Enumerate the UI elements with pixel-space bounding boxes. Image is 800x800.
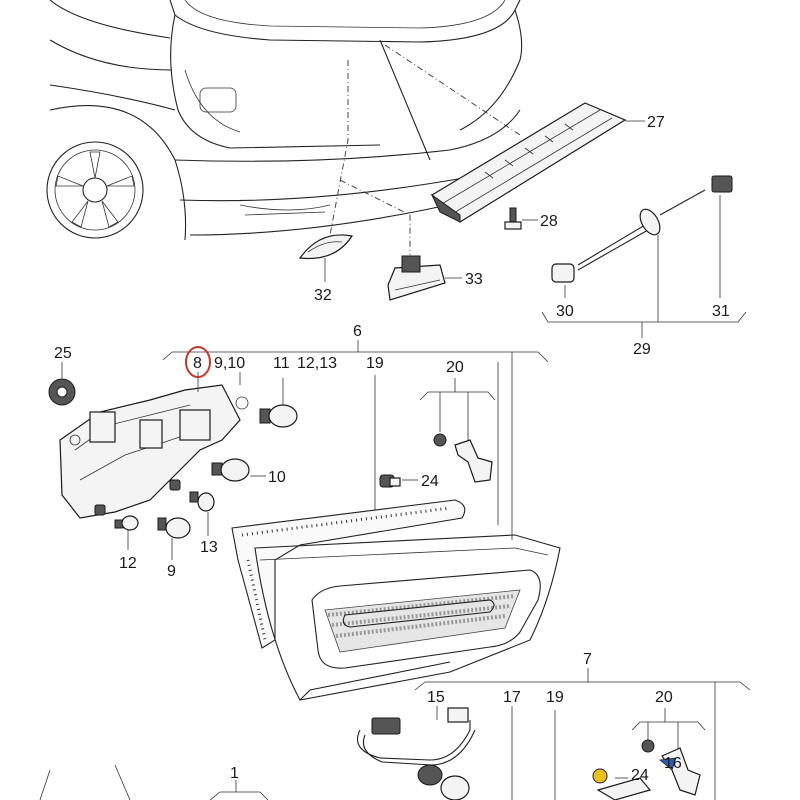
nut-24b <box>592 768 652 800</box>
callout-17: 17 <box>503 689 521 706</box>
callout-20a: 20 <box>446 359 464 376</box>
bulb-holder-8 <box>59 384 249 519</box>
cable-assembly <box>551 175 733 298</box>
spoiler-trim-strip <box>430 102 627 223</box>
bulb-12 <box>114 515 139 531</box>
clip-sockets <box>94 479 181 516</box>
bracket-20b <box>631 721 706 731</box>
callout-labels: 27 28 33 32 30 31 29 6 25 8 9,10 11 12,1… <box>54 114 730 784</box>
bulb-11 <box>259 404 298 428</box>
bracket-20 <box>419 391 496 401</box>
clip-16 <box>641 739 701 796</box>
side-lamp-32 <box>298 234 353 282</box>
callout-9: 9 <box>167 563 176 580</box>
callout-19a: 19 <box>366 355 384 372</box>
callout-7: 7 <box>583 651 592 668</box>
callout-31: 31 <box>712 303 730 320</box>
callout-25: 25 <box>54 345 72 362</box>
callout-11: 11 <box>273 355 290 372</box>
clip-24 <box>379 474 401 488</box>
callout-6: 6 <box>353 323 362 340</box>
wiring-harness-15 <box>356 707 476 800</box>
callout-27: 27 <box>647 114 665 131</box>
callout-13: 13 <box>200 539 218 556</box>
callout-28: 28 <box>540 213 558 230</box>
callout-9-10: 9,10 <box>214 355 245 372</box>
callout-32: 32 <box>314 287 332 304</box>
tail-lamp-assembly <box>231 499 561 701</box>
highlight-ring-part-8 <box>185 346 211 378</box>
bulb-10 <box>211 458 250 482</box>
assembly-leader-lines <box>329 44 521 255</box>
callout-10: 10 <box>268 469 286 486</box>
callout-33: 33 <box>465 271 483 288</box>
callout-12: 12 <box>119 555 137 572</box>
callout-29: 29 <box>633 341 651 358</box>
license-lamp-33 <box>387 255 446 301</box>
nut-25 <box>48 378 76 406</box>
callout-24b: 24 <box>631 767 649 784</box>
callout-24a: 24 <box>421 473 439 490</box>
car-rear-body <box>46 0 523 241</box>
callout-12-13: 12,13 <box>297 355 337 372</box>
bracket-29 <box>541 311 747 323</box>
bulb-9 <box>157 517 191 539</box>
callout-1: 1 <box>230 765 239 782</box>
bracket-6 <box>162 351 549 363</box>
bracket-7 <box>414 681 751 691</box>
callout-8: 8 <box>193 355 202 372</box>
bulb-13 <box>189 491 215 512</box>
callout-15: 15 <box>427 689 445 706</box>
callout-30: 30 <box>556 303 574 320</box>
part-1-lines <box>39 764 269 800</box>
callout-20b: 20 <box>655 689 673 706</box>
callout-19b: 19 <box>546 689 564 706</box>
clip-20 <box>433 433 493 483</box>
screw-28 <box>504 207 522 230</box>
callout-16: 16 <box>664 755 682 772</box>
